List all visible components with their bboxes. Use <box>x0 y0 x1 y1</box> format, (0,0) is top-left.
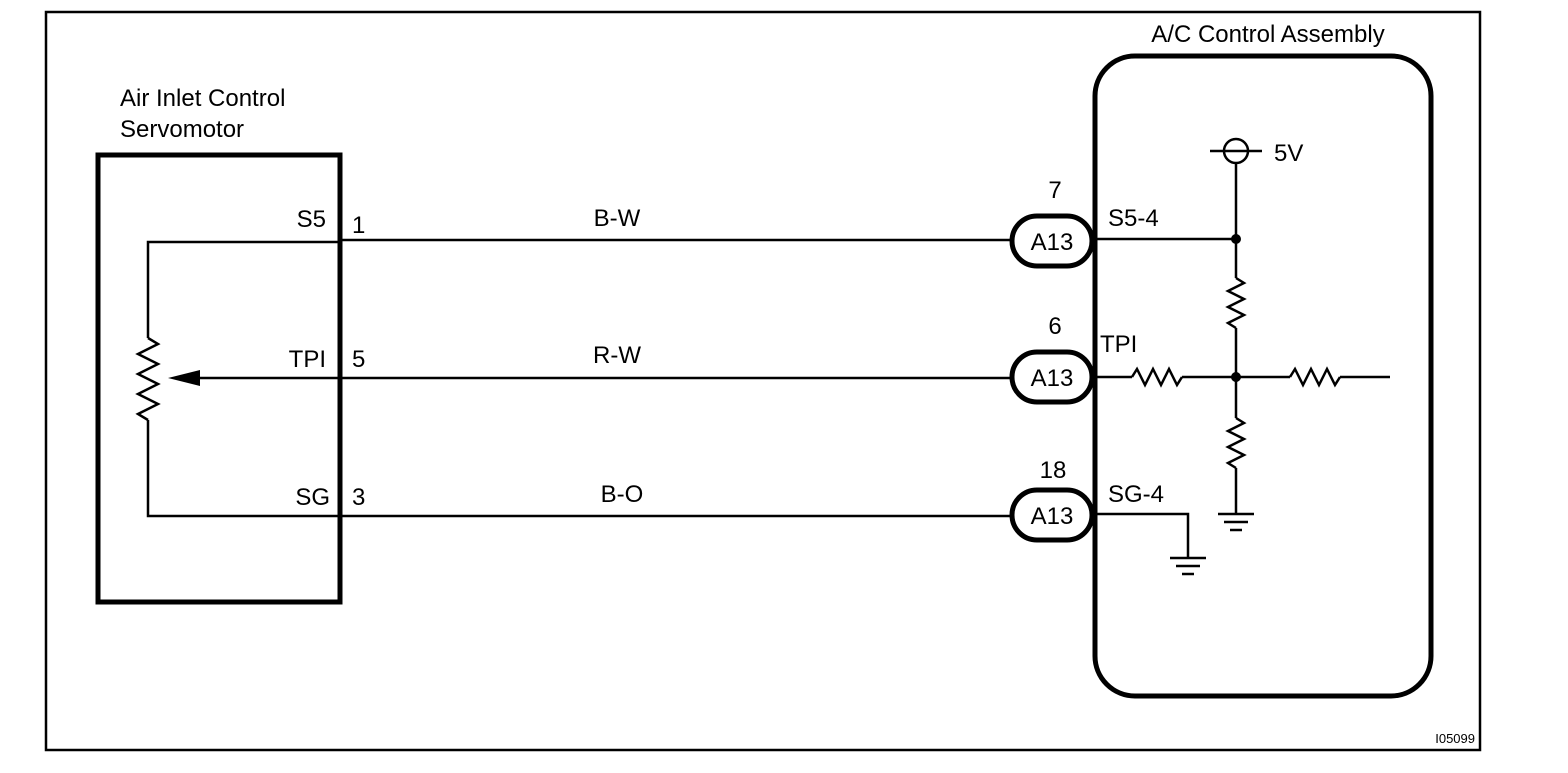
diagram-frame <box>44 10 1482 752</box>
connector-pin-18: 18 <box>1040 457 1067 484</box>
supply-voltage: 5V <box>1274 140 1303 167</box>
terminal-label-sg-4: SG-4 <box>1108 481 1164 508</box>
servomotor-title-line2: Servomotor <box>120 116 244 143</box>
potentiometer-resistor <box>135 336 161 422</box>
pot-bottom-lead <box>146 420 340 518</box>
sg-internal-line <box>1092 512 1190 558</box>
servomotor-title-line1: Air Inlet Control <box>120 85 285 112</box>
figure-id: I05099 <box>1435 731 1475 746</box>
connector-label: A13 <box>1031 503 1074 530</box>
pot-top-lead <box>146 240 340 338</box>
wiper-arrow-icon <box>168 370 200 386</box>
connector-a13-pin7 <box>1009 213 1095 269</box>
pin-name-tpi: TPI <box>289 346 326 373</box>
pin-number-3: 3 <box>352 484 365 511</box>
connector-label: A13 <box>1031 229 1074 256</box>
pin-number-1: 1 <box>352 212 365 239</box>
wire-color-b-o: B-O <box>601 481 644 508</box>
terminal-label-tpi: TPI <box>1100 331 1137 358</box>
pulldown-resistor <box>1225 416 1247 470</box>
pin-name-sg: SG <box>295 484 330 511</box>
wire-color-r-w: R-W <box>593 342 641 369</box>
assembly-title: A/C Control Assembly <box>1151 21 1384 48</box>
junction-dot <box>1231 234 1241 244</box>
pin-name-s5: S5 <box>297 206 326 233</box>
pullup-resistor <box>1225 276 1247 330</box>
terminal-label-s5-4: S5-4 <box>1108 205 1159 232</box>
tpi-output-resistor <box>1288 366 1342 388</box>
pin-number-5: 5 <box>352 346 365 373</box>
tpi-input-resistor <box>1130 366 1184 388</box>
wire-color-b-w: B-W <box>594 205 641 232</box>
connector-label: A13 <box>1031 365 1074 392</box>
connector-pin-7: 7 <box>1048 177 1061 204</box>
connector-pin-6: 6 <box>1048 313 1061 340</box>
